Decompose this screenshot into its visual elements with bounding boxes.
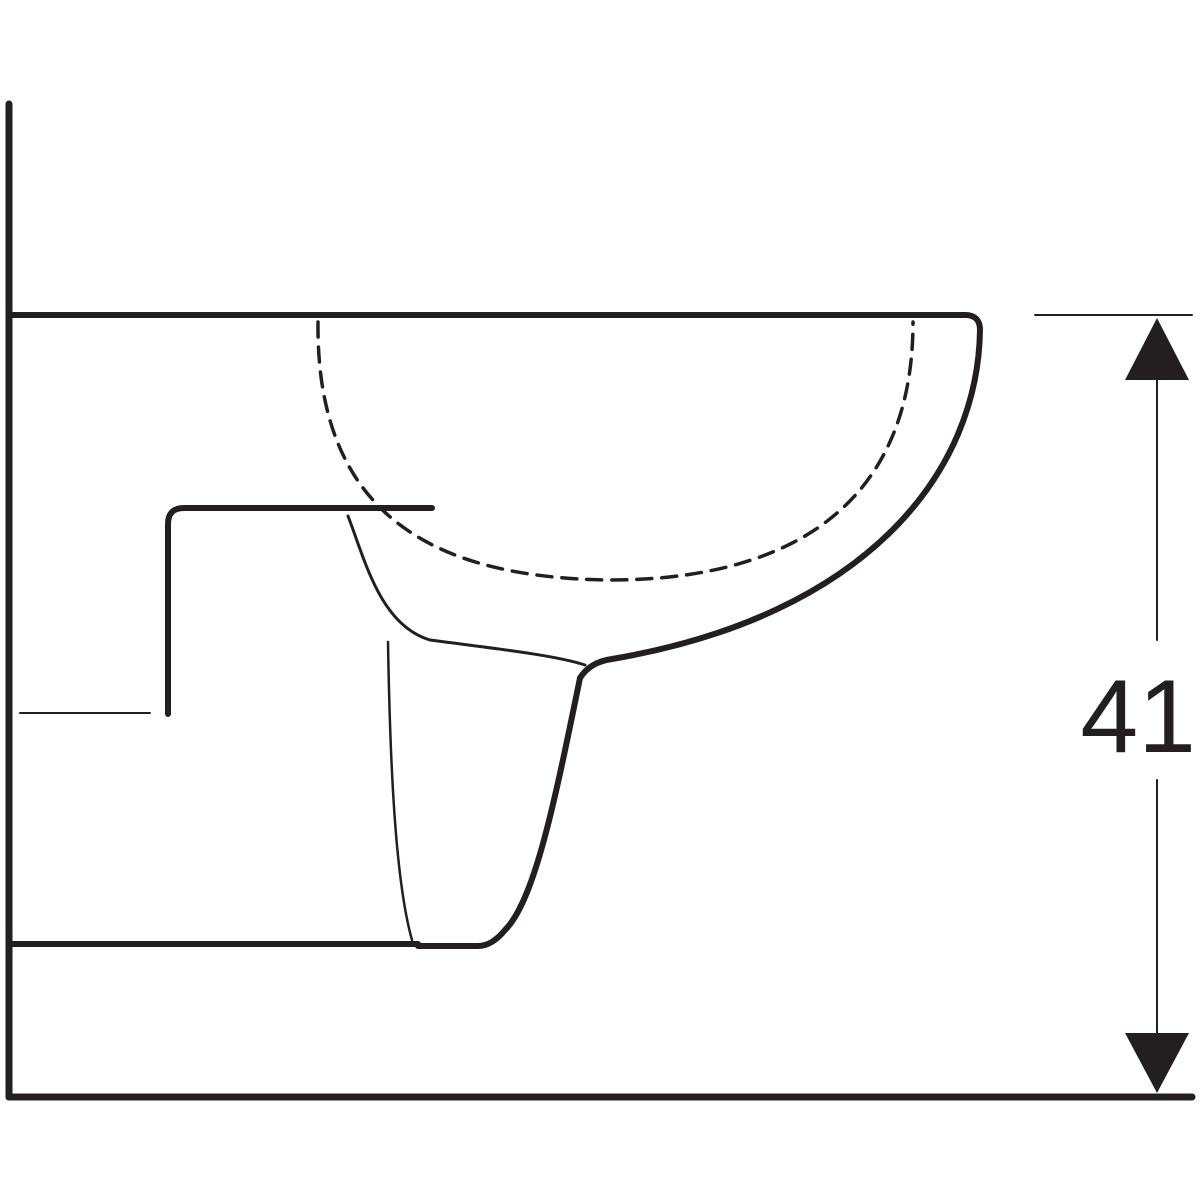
dimension-label: 41 [1080, 659, 1196, 775]
waste-pipe [165, 505, 435, 717]
semi-pedestal-upper-curve [346, 514, 587, 667]
basin-outline [6, 312, 983, 681]
semi-pedestal-inner-line [386, 640, 414, 942]
dimension-arrow-up [1125, 318, 1189, 380]
semi-pedestal-front [415, 675, 583, 949]
dimension-arrow-down [1125, 1033, 1189, 1093]
basin-inner-bowl-dashed [316, 320, 915, 582]
